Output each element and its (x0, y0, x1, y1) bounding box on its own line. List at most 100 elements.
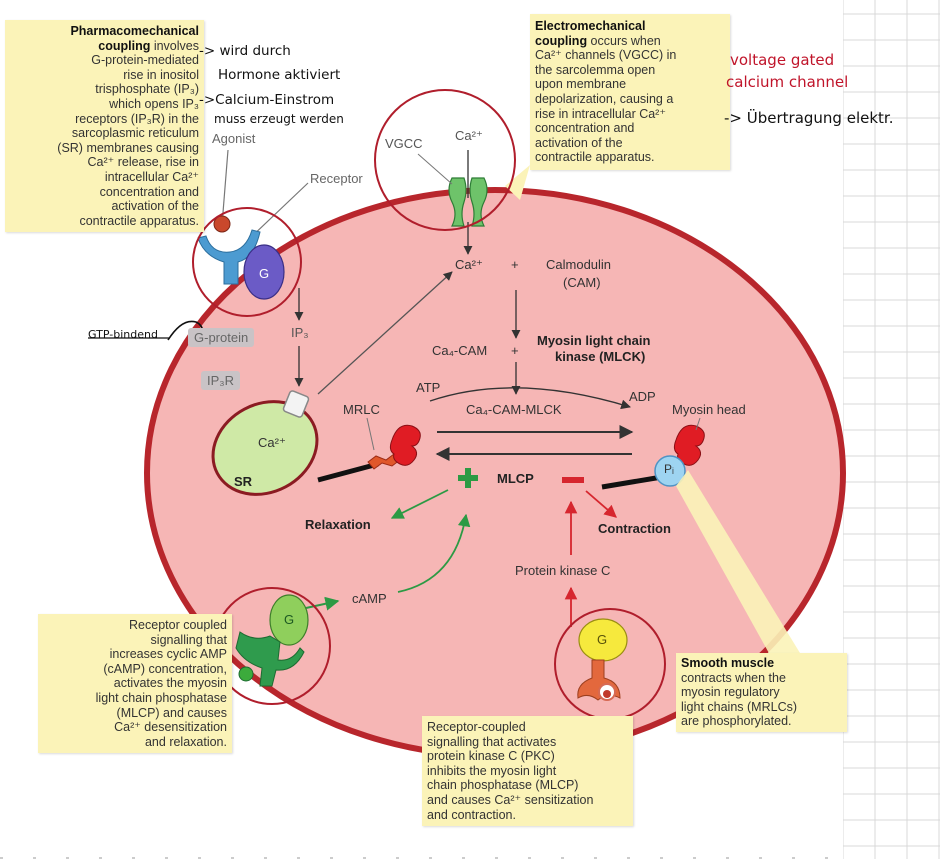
camp-text: increases cyclic AMP (109, 647, 227, 662)
pharmaco-text: involves (150, 38, 199, 53)
camp-text: light chain phosphatase (95, 690, 227, 705)
camp-text: (MLCP) and causes (116, 705, 227, 720)
smooth-text: contracts when the (681, 670, 786, 685)
mlck-label-line2: kinase (MLCK) (555, 349, 646, 364)
myosin-head-label: Myosin head (672, 402, 746, 417)
pkc-text: and causes Ca²⁺ sensitization (427, 792, 594, 807)
pharmaco-line: receptors (IP₃R) in the (10, 112, 199, 127)
pharmaco-line: sarcoplasmic reticulum (10, 126, 199, 141)
pkc-line: Receptor-coupled (427, 720, 628, 735)
phosphate-label: Pᵢ (664, 462, 674, 476)
pharmaco-bold-text: Pharmacomechanical (70, 24, 199, 38)
pharmaco-line: concentration and (10, 185, 199, 200)
camp-line: activates the myosin (43, 676, 227, 691)
arrow-camp-to-mlcp (397, 513, 471, 593)
note-calcium-einstrom: ->Calcium-Einstrom (199, 92, 335, 108)
ca-extracellular-label: Ca²⁺ (455, 128, 483, 143)
camp-line: (MLCP) and causes (43, 706, 227, 721)
camp-text: signalling that (150, 632, 227, 647)
vgcc-channel-icon (448, 177, 488, 227)
smooth-text: light chains (MRLCs) (681, 699, 798, 714)
electro-text: rise in intracellular Ca²⁺ (535, 106, 666, 121)
cam-label: (CAM) (563, 275, 601, 290)
g-protein-symbol: G (259, 266, 270, 281)
camp-line: signalling that (43, 633, 227, 648)
calmodulin-label: Calmodulin (546, 257, 612, 272)
pharmaco-line: rise in inositol (10, 68, 199, 83)
graph-paper-margin (843, 0, 940, 859)
camp-receptor-icon (235, 594, 309, 687)
pkc-text: chain phosphatase (MLCP) (427, 778, 579, 793)
sr-label: SR (234, 474, 253, 489)
electro-line: concentration and (535, 121, 725, 136)
vgcc-pointer (417, 153, 453, 185)
myosin-tail-left (317, 461, 379, 483)
vgcc-highlight-circle (374, 89, 516, 231)
camp-line: Ca²⁺ desensitization (43, 720, 227, 735)
pkc-line: inhibits the myosin light (427, 764, 628, 779)
agonist-link (221, 149, 229, 226)
pharmaco-line: (SR) membranes causing (10, 141, 199, 156)
mrlc-pointer (366, 417, 375, 451)
pharmaco-line: coupling involves (10, 39, 199, 54)
ca-intracellular-label: Ca²⁺ (455, 257, 483, 272)
pharmaco-text: rise in inositol (123, 67, 199, 82)
electro-line: upon membrane (535, 77, 725, 92)
pkc-line: signalling that activates (427, 735, 628, 750)
electro-text: activation of the (535, 135, 623, 150)
mlcp-activation-plus-icon (458, 468, 478, 488)
pharmaco-text: activation of the (111, 199, 199, 214)
smooth-text: myosin regulatory (681, 685, 780, 700)
myosin-head-pointer (695, 417, 701, 431)
electro-line: depolarization, causing a (535, 92, 725, 107)
pharmaco-text: which opens IP₃ (109, 96, 199, 111)
electro-line: the sarcolemma open (535, 63, 725, 78)
electro-text: occurs when (587, 33, 661, 48)
arrow-to-contraction (585, 490, 617, 518)
pharmaco-bold-text: coupling (98, 38, 151, 53)
camp-text: Receptor coupled (129, 618, 227, 632)
pharmaco-line: activation of the (10, 199, 199, 214)
ca4cam-mlck-label: Ca₄-CAM-MLCK (466, 402, 562, 417)
vgcc-label: VGCC (385, 136, 423, 151)
electro-text: Ca²⁺ channels (VGCC) in (535, 48, 677, 63)
pkc-line: chain phosphatase (MLCP) (427, 778, 628, 793)
pharmaco-text: intracellular Ca²⁺ (104, 169, 199, 184)
note-wird-durch: -> wird durch (199, 43, 291, 59)
smooth-line: light chains (MRLCs) (681, 700, 842, 715)
pharmaco-text: sarcoplasmic reticulum (71, 126, 199, 141)
myosin-tail-right (601, 474, 663, 490)
phosphate-icon (654, 455, 686, 487)
camp-text: activates the myosin (113, 676, 227, 691)
pharmaco-highlight-circle (192, 207, 302, 317)
g-protein-tag: G-protein (188, 328, 255, 347)
pkc-text: and contraction. (427, 807, 516, 822)
note-gtp-bindend: GTP-bindend (88, 328, 158, 341)
pkc-receptor-icon (577, 618, 628, 701)
pkc-line: and causes Ca²⁺ sensitization (427, 793, 628, 808)
ca-sr-label: Ca²⁺ (258, 435, 286, 450)
pharmaco-text: (SR) membranes causing (57, 140, 199, 155)
electro-line: Electromechanical (535, 19, 725, 34)
electro-text: the sarcolemma open (535, 62, 656, 77)
note-uebertragung: -> Übertragung elektr. (724, 109, 894, 127)
pharmaco-line: trisphosphate (IP₃) (10, 82, 199, 97)
camp-line: (cAMP) concentration, (43, 662, 227, 677)
pkc-text: Receptor-coupled (427, 720, 526, 734)
mrlc-label: MRLC (343, 402, 380, 417)
receptor-link (247, 182, 309, 241)
arrow-atp-to-adp (429, 387, 631, 410)
smooth-callout-wedge (676, 470, 800, 655)
ip3-label: IP₃ (291, 325, 309, 340)
arrow-sr-to-ca (317, 271, 453, 395)
pharmaco-text: concentration and (99, 184, 199, 199)
pharmaco-text: trisphosphate (IP₃) (95, 82, 199, 97)
arrow-to-relaxation (390, 489, 449, 519)
electro-line: coupling occurs when (535, 34, 725, 49)
